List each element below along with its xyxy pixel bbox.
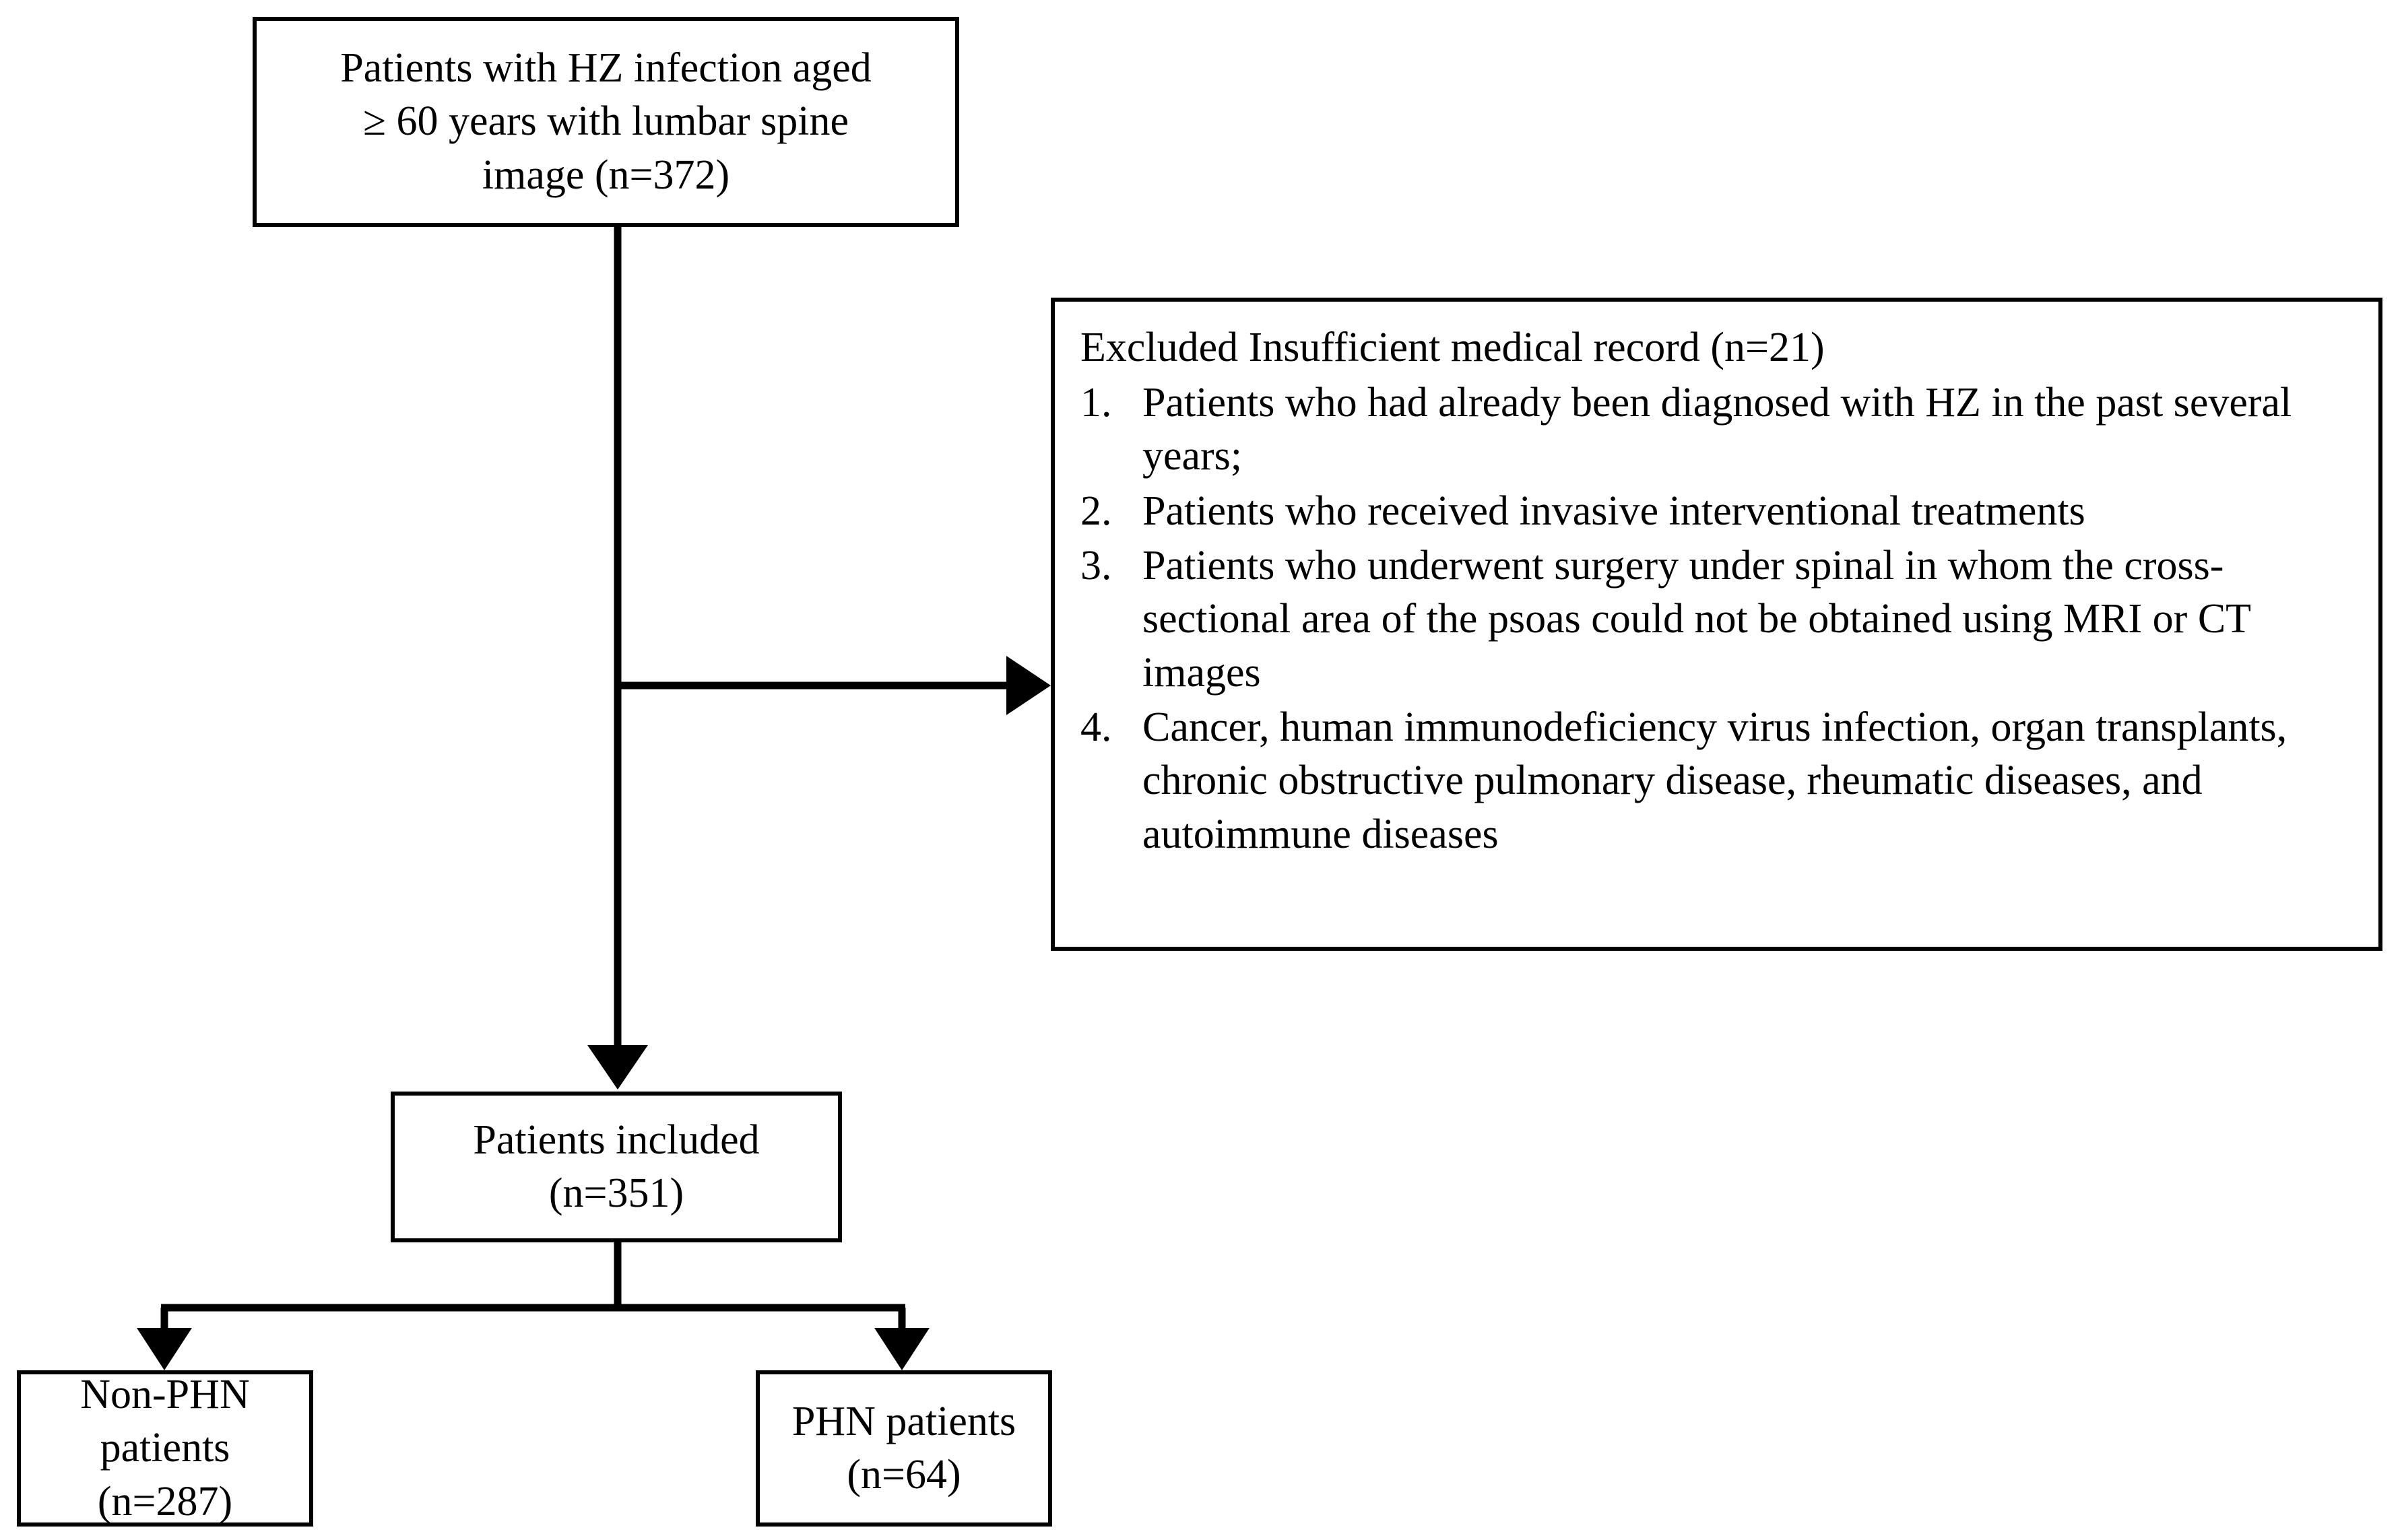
exclusion-item-marker: 3. bbox=[1080, 542, 1112, 589]
connector-included-to-non-phn-arrowhead bbox=[137, 1328, 192, 1370]
exclusion-criteria-list: 1. Patients who had already been diagnos… bbox=[1080, 376, 2358, 863]
exclusion-item-marker: 1. bbox=[1080, 379, 1112, 426]
node-phn-patients: PHN patients (n=64) bbox=[756, 1370, 1052, 1527]
exclusion-item-text: Patients who had already been diagnosed … bbox=[1142, 379, 2292, 479]
exclusion-heading: Excluded Insufficient medical record (n=… bbox=[1080, 325, 1825, 370]
exclusion-item-text: Patients who received invasive intervent… bbox=[1142, 488, 2085, 534]
node-exclusion-criteria: Excluded Insufficient medical record (n=… bbox=[1051, 298, 2382, 951]
node-patients-included: Patients included (n=351) bbox=[391, 1092, 842, 1242]
exclusion-item: 2. Patients who received invasive interv… bbox=[1080, 485, 2358, 538]
exclusion-item: 4. Cancer, human immunodeficiency virus … bbox=[1080, 701, 2358, 861]
connector-included-to-phn-arrowhead bbox=[874, 1328, 930, 1370]
exclusion-item-marker: 4. bbox=[1080, 704, 1112, 751]
node-non-phn-patients-text: Non-PHN patients (n=287) bbox=[80, 1371, 250, 1525]
node-phn-patients-text: PHN patients (n=64) bbox=[791, 1398, 1016, 1498]
node-non-phn-patients: Non-PHN patients (n=287) bbox=[17, 1370, 313, 1527]
node-patients-included-text: Patients included (n=351) bbox=[473, 1116, 760, 1216]
exclusion-item: 3. Patients who underwent surgery under … bbox=[1080, 539, 2358, 700]
node-eligible-patients-text: Patients with HZ infection aged ≥ 60 yea… bbox=[340, 44, 872, 198]
connector-eligible-to-included-arrowhead bbox=[587, 1045, 648, 1090]
exclusion-item-text: Cancer, human immunodeficiency virus inf… bbox=[1142, 704, 2287, 857]
exclusion-item-marker: 2. bbox=[1080, 488, 1112, 534]
exclusion-item: 1. Patients who had already been diagnos… bbox=[1080, 376, 2358, 483]
exclusion-item-text: Patients who underwent surgery under spi… bbox=[1142, 542, 2250, 696]
node-eligible-patients: Patients with HZ infection aged ≥ 60 yea… bbox=[253, 17, 959, 227]
connector-trunk-to-excluded-arrowhead bbox=[1006, 656, 1051, 715]
